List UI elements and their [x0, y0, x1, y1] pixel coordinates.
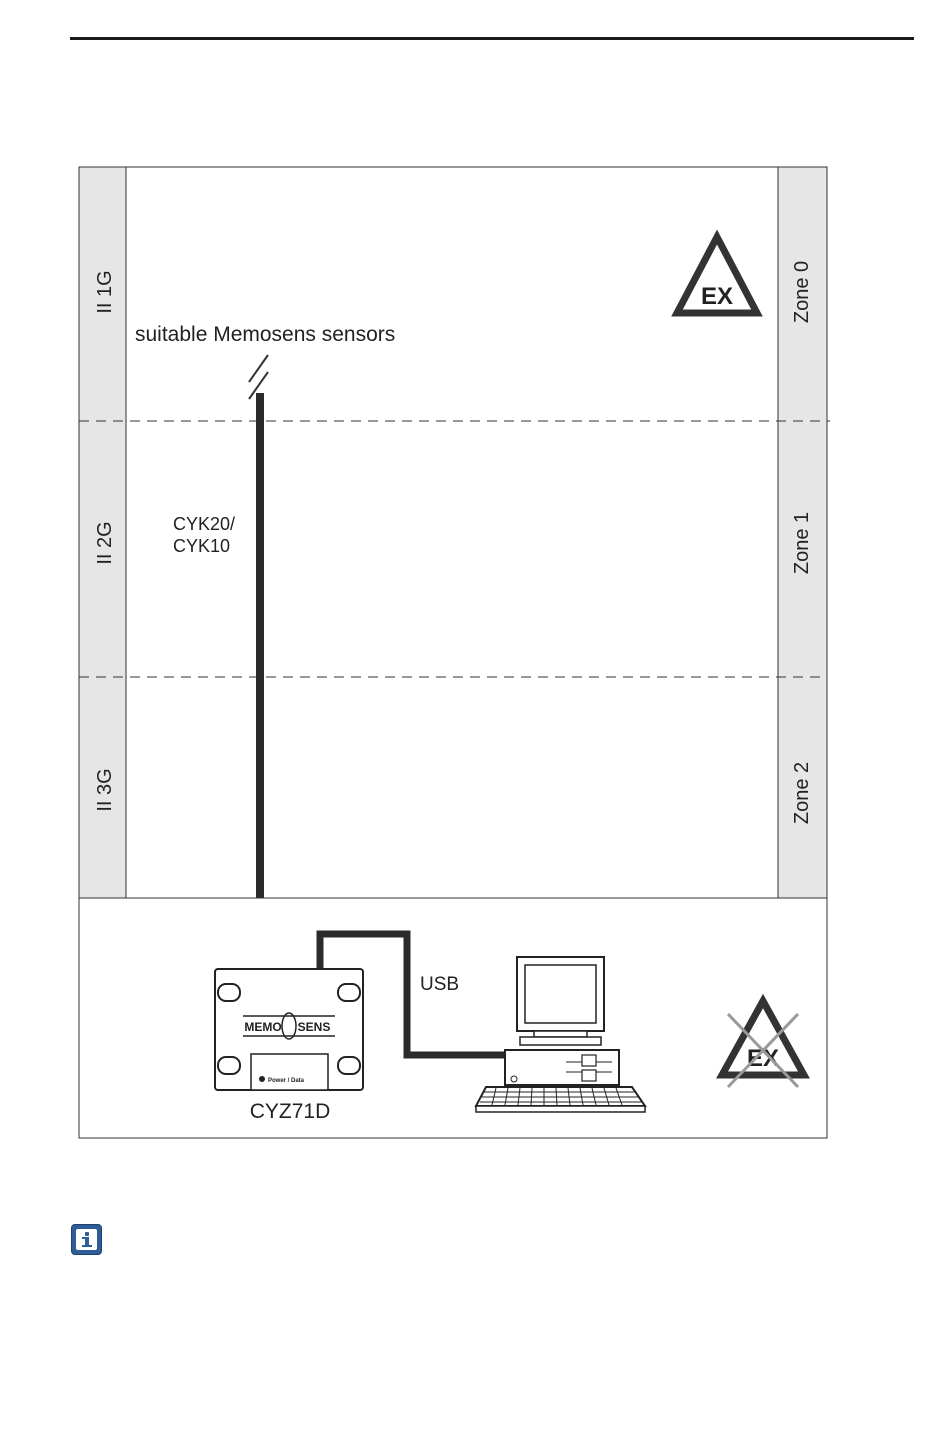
device-button-label: Power / Data [268, 1078, 305, 1084]
cable-label-line2: CYK10 [173, 536, 230, 556]
cyz71d-device: MEMO SENS Power / Data [215, 969, 363, 1090]
device-logo-left: MEMO [244, 1020, 281, 1034]
category-label-1: II 1G [94, 270, 116, 313]
zone-label-1: Zone 1 [791, 512, 813, 574]
info-icon [71, 1224, 102, 1255]
svg-text:EX: EX [701, 283, 733, 310]
usb-label: USB [420, 974, 459, 995]
category-label-3: II 3G [94, 768, 116, 811]
safe-area-frame [79, 898, 827, 1138]
cable-label-line1: CYK20/ [173, 514, 235, 534]
device-label: CYZ71D [250, 1100, 331, 1123]
category-label-2: II 2G [94, 521, 116, 564]
zone-label-2: Zone 2 [791, 762, 813, 824]
device-logo-right: SENS [298, 1020, 331, 1034]
sensor-label: suitable Memosens sensors [135, 323, 395, 346]
zone-label-0: Zone 0 [791, 261, 813, 323]
